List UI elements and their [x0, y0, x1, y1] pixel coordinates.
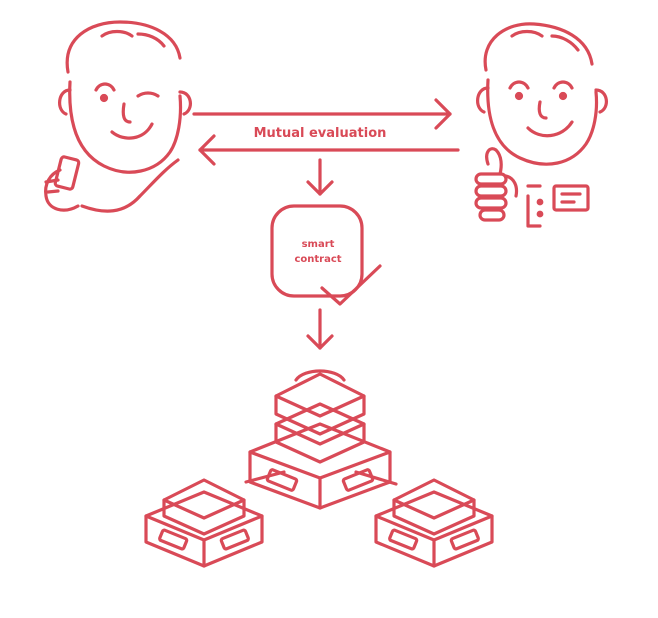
mutual-evaluation-label: Mutual evaluation — [254, 126, 387, 141]
arrow-right — [192, 98, 452, 130]
arrow-down-to-contract — [306, 158, 334, 196]
left-person-winking-icon — [44, 20, 192, 213]
right-person-smiling-icon — [474, 22, 608, 222]
smart-contract-label-line1: smart — [302, 239, 335, 250]
arrow-down-to-network — [306, 308, 334, 350]
blockchain-network-icon — [144, 369, 494, 568]
smart-contract-box — [270, 204, 382, 306]
id-card-icon — [526, 184, 590, 228]
smart-contract-label-line2: contract — [294, 254, 341, 265]
arrow-left — [198, 134, 460, 166]
